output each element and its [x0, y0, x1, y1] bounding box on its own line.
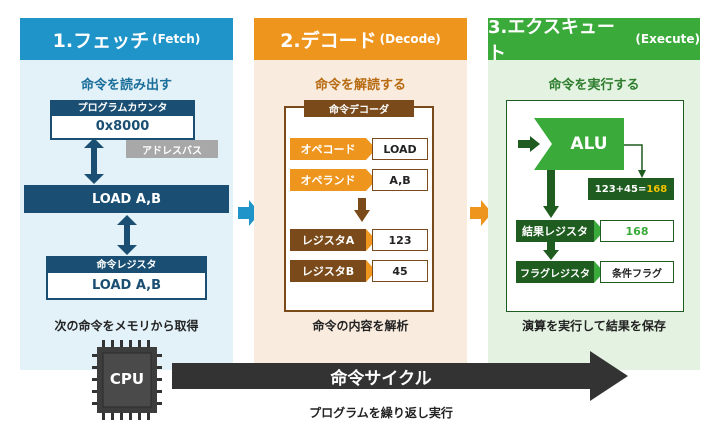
- execute-header: 3.エクスキュート (Execute): [488, 17, 700, 64]
- address-bus-tag: アドレスバス: [126, 140, 218, 158]
- flag-register-value: 条件フラグ: [600, 261, 674, 283]
- cpu-label: CPU: [109, 370, 145, 388]
- program-counter-label: プログラムカウンタ: [52, 102, 193, 116]
- pc-bidirectional-arrow-icon: [84, 138, 104, 184]
- register-b-chevron-icon: [366, 260, 376, 282]
- flag-register-chevron-icon: [594, 261, 604, 283]
- calculation-expression: 123+45=: [594, 183, 647, 195]
- decode-to-execute-arrow-icon: [470, 200, 492, 226]
- fetch-subtitle: 命令を読み出す: [80, 78, 172, 93]
- decode-header: 2.デコード (Decode): [254, 18, 467, 60]
- fetch-caption: 次の命令をメモリから取得: [54, 319, 199, 333]
- alu-down-arrow-icon: [543, 170, 559, 218]
- register-a-value: 123: [372, 229, 428, 251]
- instruction-register-value: LOAD A,B: [91, 278, 162, 293]
- ir-bidirectional-arrow-icon: [117, 215, 137, 255]
- instruction-register: 命令レジスタ LOAD A,B: [46, 256, 207, 300]
- execute-title-en: (Execute): [635, 32, 700, 46]
- execute-title: 3.エクスキュート: [488, 17, 615, 64]
- register-b-value: 45: [372, 260, 428, 282]
- operand-value: A,B: [372, 169, 428, 191]
- instruction-register-label: 命令レジスタ: [48, 258, 205, 273]
- register-a-label: レジスタA: [290, 229, 366, 251]
- decode-caption: 命令の内容を解析: [312, 319, 409, 333]
- operand-chevron-icon: [366, 169, 376, 191]
- instruction-cycle-title: 命令サイクル: [330, 368, 432, 389]
- instruction-decoder-label: 命令デコーダ: [304, 100, 414, 117]
- flag-register-label: フラグレジスタ: [516, 261, 594, 283]
- fetch-title-en: (Fetch): [152, 32, 201, 46]
- decode-title-en: (Decode): [379, 32, 441, 46]
- result-register-chevron-icon: [594, 220, 604, 242]
- alu-icon: [534, 118, 624, 170]
- calculation-box: 123+45= 168: [588, 178, 674, 200]
- register-a-chevron-icon: [366, 229, 376, 251]
- fetch-title: 1.フェッチ: [52, 29, 150, 52]
- alu-to-result-line-icon: [624, 144, 646, 178]
- opcode-label: オペコード: [290, 138, 366, 160]
- result-register-value: 168: [600, 220, 674, 242]
- alu-label: ALU: [570, 134, 608, 154]
- decode-title: 2.デコード: [280, 29, 377, 52]
- opcode-value: LOAD: [372, 138, 428, 160]
- decode-panel: 2.デコード (Decode) 命令を解読する 命令デコーダ オペコード LOA…: [254, 18, 467, 370]
- fetch-panel: 1.フェッチ (Fetch) 命令を読み出す プログラムカウンタ 0x8000 …: [20, 18, 233, 370]
- program-counter: プログラムカウンタ 0x8000: [50, 100, 195, 140]
- instruction-cycle-subtitle: プログラムを繰り返し実行: [309, 405, 453, 420]
- decode-down-arrow-icon: [354, 198, 370, 222]
- register-b-label: レジスタB: [290, 260, 366, 282]
- result-down-arrow-icon: [543, 242, 559, 260]
- result-register-label: 結果レジスタ: [516, 220, 594, 242]
- execute-subtitle: 命令を実行する: [548, 78, 640, 93]
- operand-label: オペランド: [290, 169, 366, 191]
- execute-caption: 演算を実行して結果を保存: [522, 319, 666, 333]
- alu-input-arrow-icon: [518, 136, 540, 152]
- instruction-cycle-arrow-icon: [172, 351, 628, 401]
- fetch-header: 1.フェッチ (Fetch): [20, 18, 233, 60]
- opcode-chevron-icon: [366, 138, 376, 160]
- program-counter-value: 0x8000: [95, 119, 150, 134]
- execute-panel: 3.エクスキュート (Execute) 命令を実行する ALU 123+45= …: [488, 17, 700, 370]
- instruction-bar: LOAD A,B: [24, 185, 229, 213]
- calculation-result: 168: [646, 183, 668, 195]
- cpu-chip-icon: [92, 340, 162, 420]
- decode-subtitle: 命令を解読する: [314, 78, 406, 93]
